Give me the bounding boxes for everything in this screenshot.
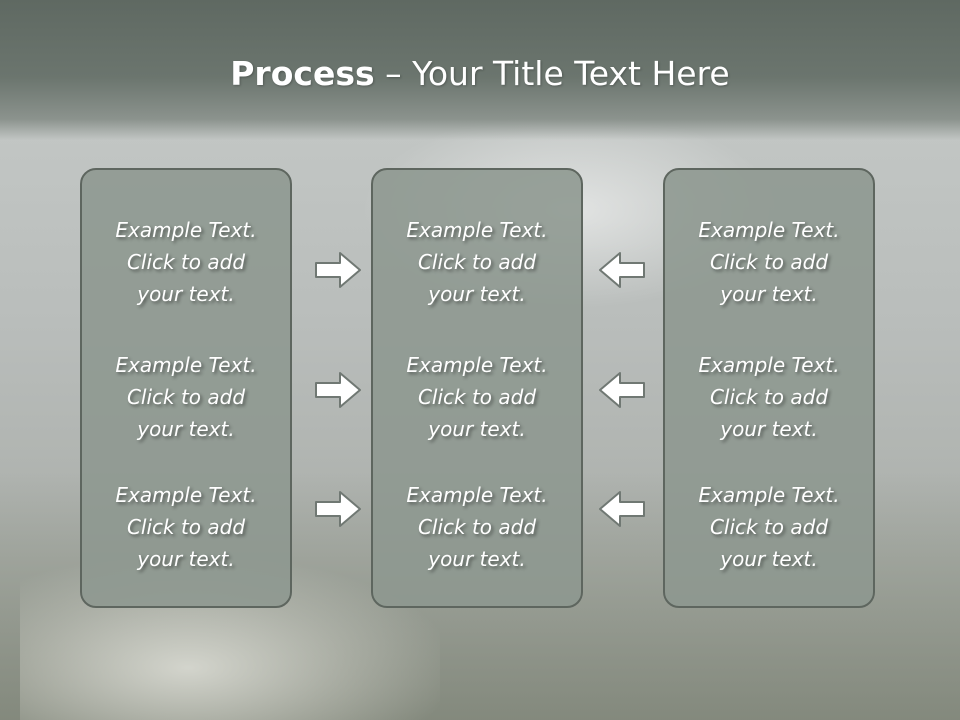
text-line: Example Text. [698,483,840,507]
text-line: your text. [720,282,818,306]
text-line: Click to add [417,385,537,409]
title-rest: – Your Title Text Here [374,54,730,93]
text-line: Example Text. [698,218,840,242]
text-line: Example Text. [115,483,257,507]
text-line: Click to add [709,385,829,409]
text-line: your text. [428,547,526,571]
text-line: Example Text. [406,483,548,507]
text-line: Example Text. [115,218,257,242]
text-line: Click to add [417,515,537,539]
process-panel-left[interactable]: Example Text. Click to add your text. Ex… [80,168,292,608]
text-line: Example Text. [406,218,548,242]
process-panel-center[interactable]: Example Text. Click to add your text. Ex… [371,168,583,608]
arrow-left-icon [599,372,645,408]
process-panel-right[interactable]: Example Text. Click to add your text. Ex… [663,168,875,608]
text-line: your text. [720,417,818,441]
panel-text-block[interactable]: Example Text. Click to add your text. [373,214,581,310]
text-line: Click to add [709,250,829,274]
arrow-right-icon [315,252,361,288]
panel-text-block[interactable]: Example Text. Click to add your text. [665,214,873,310]
panel-text-block[interactable]: Example Text. Click to add your text. [373,349,581,445]
text-line: your text. [137,282,235,306]
panel-text-block[interactable]: Example Text. Click to add your text. [82,349,290,445]
slide-title[interactable]: Process – Your Title Text Here [0,52,960,96]
text-line: Example Text. [406,353,548,377]
panel-text-block[interactable]: Example Text. Click to add your text. [665,479,873,575]
text-line: Click to add [417,250,537,274]
panel-text-block[interactable]: Example Text. Click to add your text. [82,479,290,575]
title-bold: Process [230,54,375,93]
panel-text-block[interactable]: Example Text. Click to add your text. [82,214,290,310]
arrow-right-icon [315,491,361,527]
panel-text-block[interactable]: Example Text. Click to add your text. [665,349,873,445]
text-line: your text. [428,417,526,441]
text-line: your text. [428,282,526,306]
text-line: your text. [137,547,235,571]
title-bar [0,0,960,140]
text-line: Click to add [126,385,246,409]
arrow-left-icon [599,252,645,288]
text-line: your text. [720,547,818,571]
panel-text-block[interactable]: Example Text. Click to add your text. [373,479,581,575]
text-line: Click to add [126,250,246,274]
text-line: your text. [137,417,235,441]
arrow-right-icon [315,372,361,408]
text-line: Example Text. [115,353,257,377]
text-line: Example Text. [698,353,840,377]
text-line: Click to add [709,515,829,539]
text-line: Click to add [126,515,246,539]
arrow-left-icon [599,491,645,527]
